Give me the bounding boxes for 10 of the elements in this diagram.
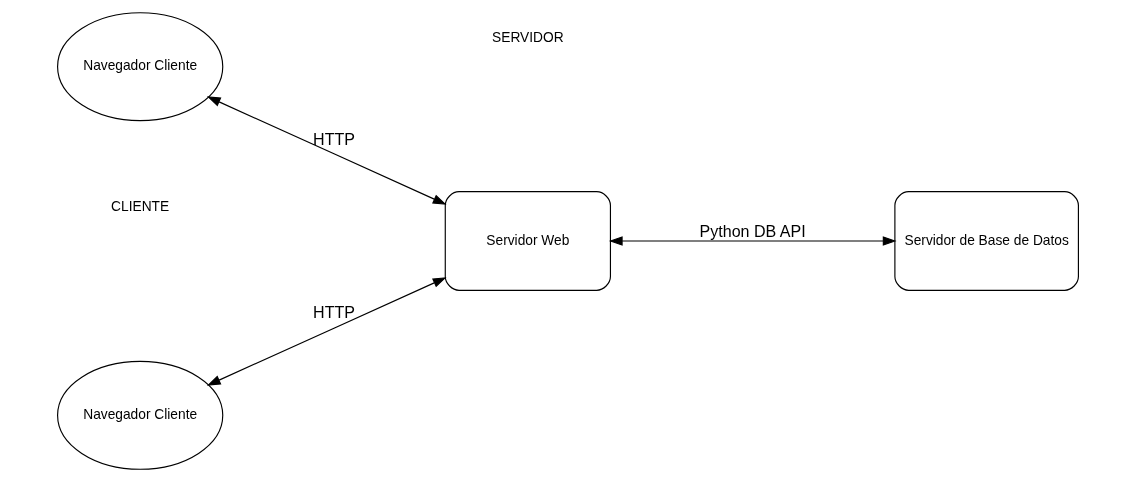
edge-label: HTTP <box>312 303 355 322</box>
node-box: Servidor de Base de Datos <box>893 191 1079 291</box>
edge-label: HTTP <box>312 129 355 148</box>
edge-label: Python DB API <box>699 221 806 240</box>
arrow <box>206 96 447 205</box>
label: SERVIDOR <box>491 29 564 45</box>
node-box: Servidor Web <box>444 191 611 291</box>
arrow <box>206 277 447 386</box>
label: CLIENTE <box>110 199 169 215</box>
arrow <box>608 236 897 246</box>
